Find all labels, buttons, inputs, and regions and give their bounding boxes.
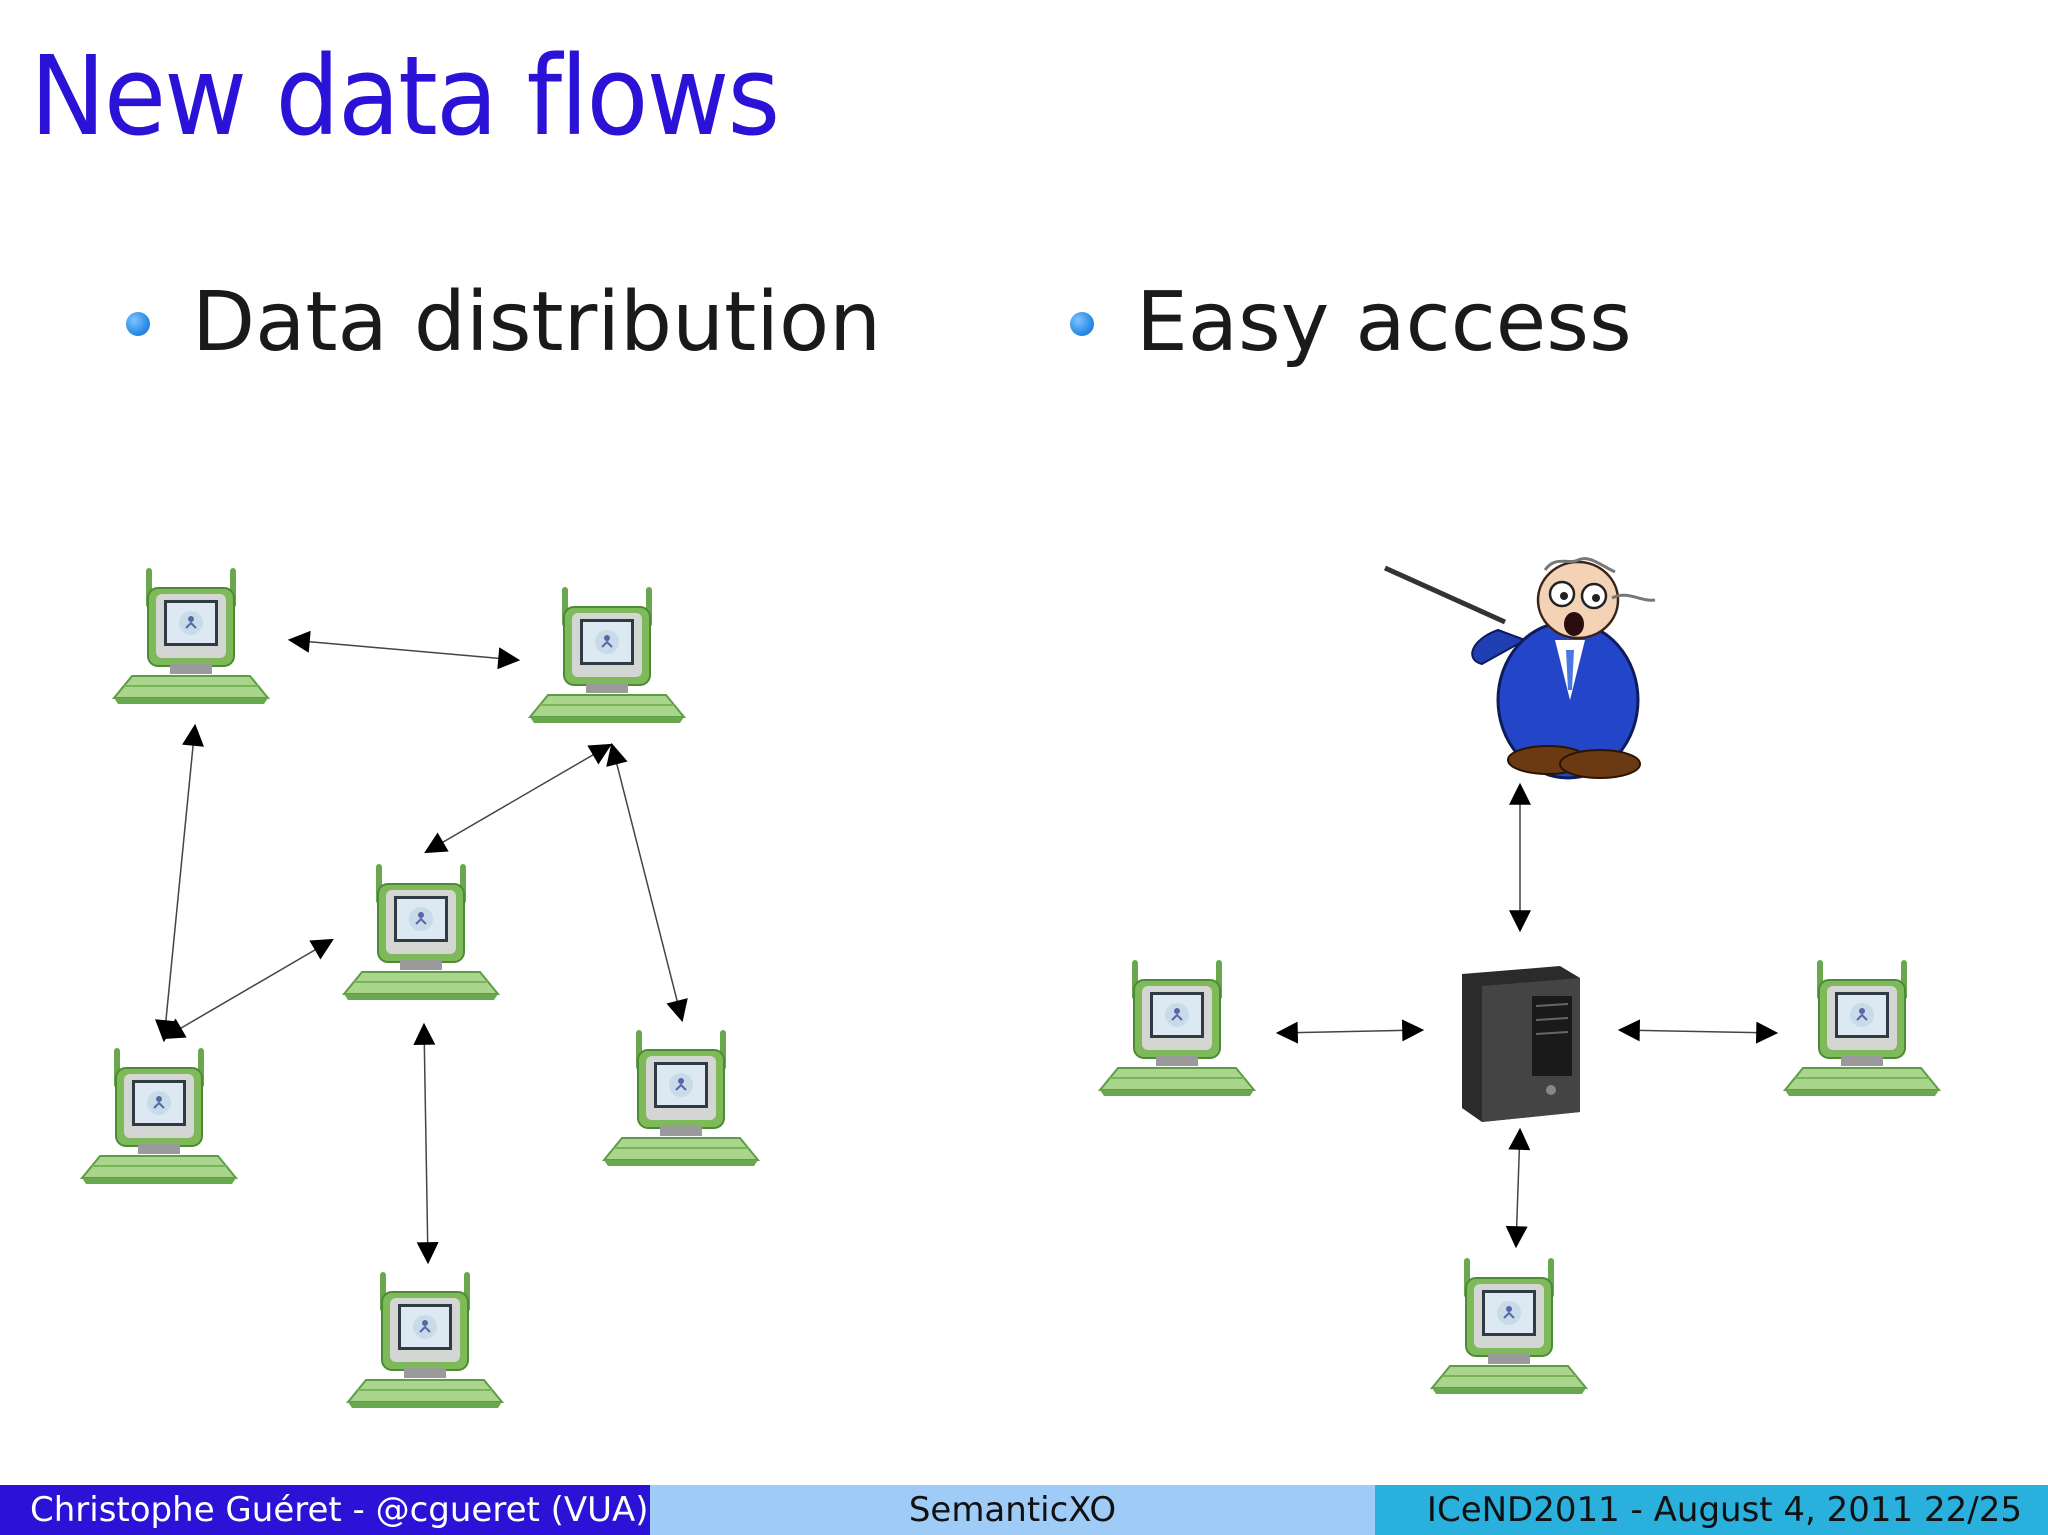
flow-arrow bbox=[1617, 1019, 1779, 1044]
laptop-icon bbox=[81, 1047, 237, 1185]
laptop-icon bbox=[113, 567, 269, 705]
footer-author: Christophe Guéret - @cgueret (VUA) bbox=[0, 1485, 650, 1535]
teacher-icon bbox=[1383, 557, 1656, 780]
laptop-icon bbox=[529, 586, 685, 724]
laptop-icon bbox=[1099, 959, 1255, 1097]
laptop-icon bbox=[1784, 959, 1940, 1097]
laptop-icon bbox=[603, 1029, 759, 1167]
bullet-label: Easy access bbox=[1136, 275, 1632, 370]
flow-arrow bbox=[1505, 1127, 1531, 1249]
flow-arrow bbox=[287, 630, 521, 670]
flow-arrow bbox=[162, 938, 334, 1040]
bullet-dot-icon bbox=[126, 312, 150, 336]
flow-arrow bbox=[154, 723, 205, 1043]
bullet-label: Data distribution bbox=[192, 275, 882, 370]
laptop-icon bbox=[347, 1271, 503, 1409]
right-network bbox=[1099, 557, 1940, 1395]
flow-arrow bbox=[606, 742, 688, 1023]
footer-event: ICeND2011 - August 4, 2011 22/25 bbox=[1375, 1485, 2048, 1535]
server-icon bbox=[1462, 966, 1580, 1122]
slide-title: New data flows bbox=[30, 32, 780, 160]
laptop-icon bbox=[1431, 1257, 1587, 1395]
bullet-data-distribution: Data distribution bbox=[126, 282, 881, 364]
flow-arrow bbox=[424, 743, 612, 854]
flow-arrow bbox=[413, 1022, 439, 1265]
bullet-easy-access: Easy access bbox=[1070, 282, 1632, 364]
flow-arrow bbox=[1275, 1019, 1425, 1044]
laptop-icon bbox=[343, 863, 499, 1001]
slide-footer: Christophe Guéret - @cgueret (VUA) Seman… bbox=[0, 1485, 2048, 1535]
footer-project: SemanticXO bbox=[650, 1485, 1375, 1535]
network-diagram bbox=[81, 557, 1940, 1409]
left-network bbox=[81, 567, 759, 1409]
bullet-dot-icon bbox=[1070, 312, 1094, 336]
